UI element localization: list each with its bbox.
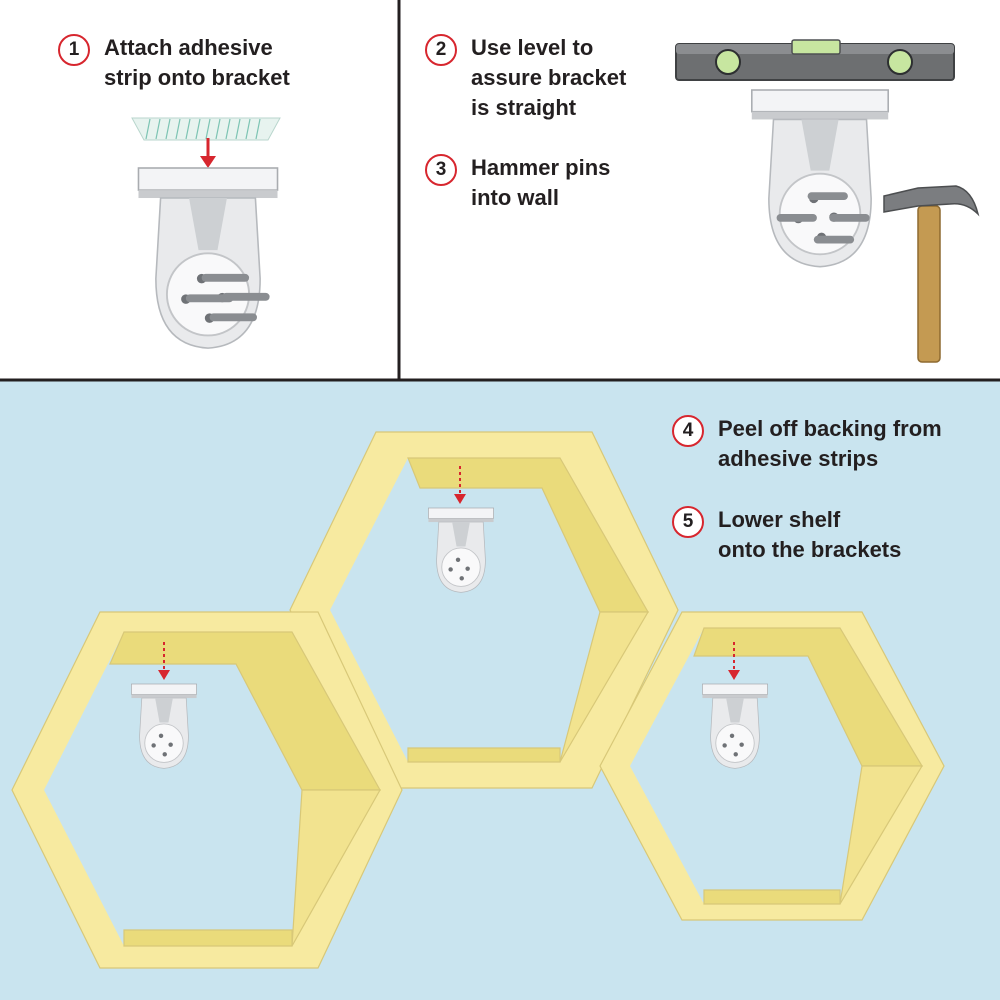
- bracket-with-pins: [138, 168, 277, 348]
- hexagon-shelf-right: [599, 611, 945, 921]
- step-number-badge: 4: [672, 415, 704, 447]
- step-text: Attach adhesive strip onto bracket: [104, 35, 290, 90]
- step-number-badge: 1: [58, 34, 90, 66]
- step-text: Hammer pins into wall: [471, 155, 611, 210]
- hexagon-shelf-left: [11, 611, 403, 969]
- step-3: 3 Hammer pins into wall: [425, 154, 610, 213]
- level-icon: [675, 39, 955, 81]
- step-number-badge: 5: [672, 506, 704, 538]
- step-text: Peel off backing from adhesive strips: [718, 416, 942, 471]
- hammer-icon: [883, 185, 980, 363]
- step-1: 1 Attach adhesive strip onto bracket: [58, 34, 290, 93]
- hexagon-shelf-center: [289, 431, 679, 789]
- step-2: 2 Use level to assure bracket is straigh…: [425, 34, 626, 123]
- step-5: 5 Lower shelf onto the brackets: [672, 506, 901, 565]
- step-text: Lower shelf onto the brackets: [718, 507, 902, 562]
- step-number-badge: 3: [425, 154, 457, 186]
- dotted-arrow-icon: [158, 466, 740, 680]
- step-number-badge: 2: [425, 34, 457, 66]
- step-4: 4 Peel off backing from adhesive strips: [672, 415, 942, 474]
- step-text: Use level to assure bracket is straight: [471, 35, 627, 120]
- bracket-with-pins-level: [750, 89, 890, 268]
- adhesive-strip: [131, 117, 281, 141]
- red-arrow-icon: [200, 138, 216, 168]
